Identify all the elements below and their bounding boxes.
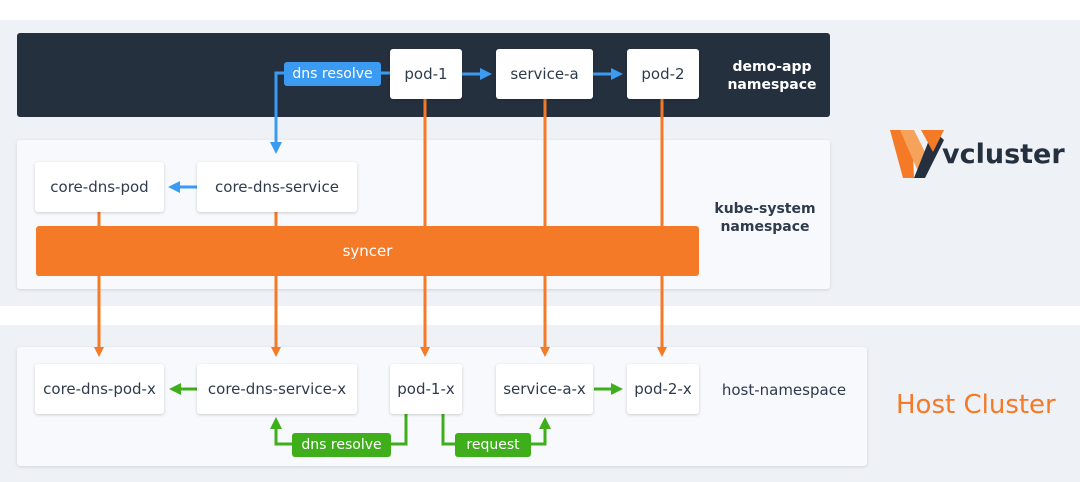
vcluster-logo-text: vcluster [942, 139, 1065, 170]
node-core-dns-service-x[interactable]: core-dns-service-x [197, 364, 357, 414]
host-namespace-label: host-namespace [721, 381, 847, 399]
node-service-a[interactable]: service-a [496, 49, 593, 99]
node-core-dns-service[interactable]: core-dns-service [197, 162, 357, 212]
demo-app-namespace-label: demo-app namespace [727, 59, 817, 93]
node-core-dns-pod[interactable]: core-dns-pod [35, 162, 164, 212]
syncer-bar[interactable]: syncer [36, 226, 699, 276]
node-pod-2-x[interactable]: pod-2-x [627, 364, 699, 414]
dns-resolve-tag-host: dns resolve [292, 433, 391, 457]
dns-resolve-tag-virtual: dns resolve [284, 62, 381, 86]
node-pod-1[interactable]: pod-1 [390, 49, 462, 99]
node-pod-1-x[interactable]: pod-1-x [390, 364, 462, 414]
host-cluster-title: Host Cluster [896, 390, 1056, 420]
request-tag-host: request [455, 433, 531, 457]
node-pod-2[interactable]: pod-2 [627, 49, 699, 99]
node-core-dns-pod-x[interactable]: core-dns-pod-x [35, 364, 164, 414]
kube-system-namespace-label: kube-system namespace [714, 201, 816, 235]
node-service-a-x[interactable]: service-a-x [496, 364, 593, 414]
